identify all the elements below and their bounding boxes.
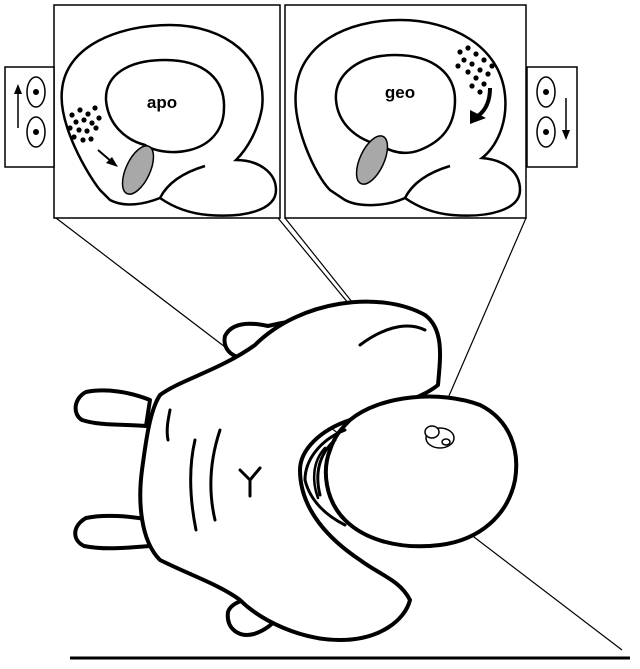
panel-geotropic: geo: [284, 4, 527, 219]
eyes-down-arrow-icon: [526, 66, 578, 168]
patient-torso: [138, 299, 442, 642]
patient-leg-top: [73, 388, 152, 428]
otoconia-cluster-icon: [455, 45, 495, 95]
panel-label-apo: apo: [147, 93, 177, 112]
patient-head: [323, 394, 519, 549]
panel-label-geo: geo: [385, 83, 415, 102]
patient-leg-bottom: [73, 513, 152, 551]
eyes-up-arrow-icon: [4, 66, 55, 168]
patient-figure: [73, 299, 519, 642]
otoconia-cluster-icon: [67, 105, 102, 143]
flow-arrow-icon: [476, 87, 492, 118]
inner-ear-icon: [424, 425, 455, 449]
panel-apogeotropic: apo: [53, 4, 281, 219]
